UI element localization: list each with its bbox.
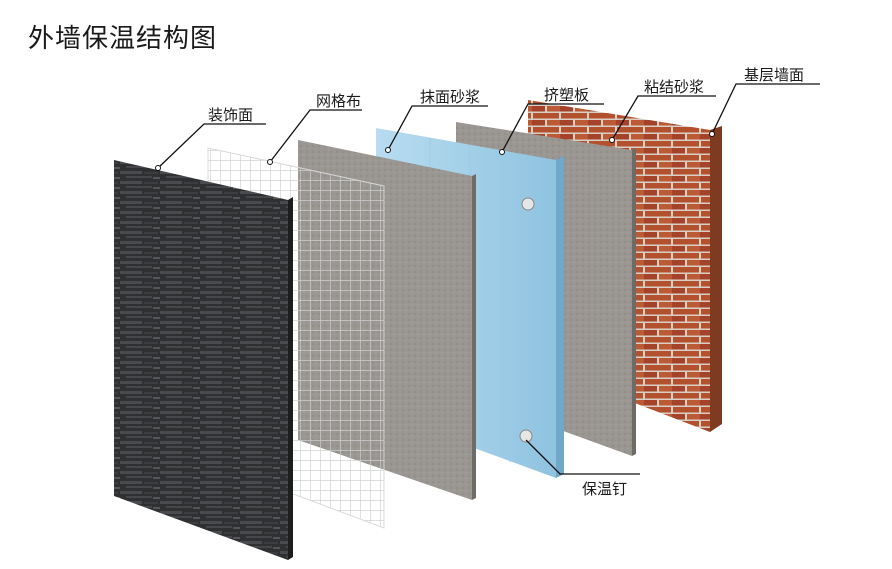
finish-surface-layer — [114, 160, 293, 560]
anchor-nail-bottom — [519, 429, 533, 443]
page-title: 外墙保温结构图 — [28, 24, 218, 54]
leader-lines — [157, 83, 820, 475]
label-base-wall: 基层墙面 — [744, 66, 805, 84]
leader-dots — [155, 131, 715, 171]
label-plaster-mortar: 抹面砂浆 — [420, 88, 481, 106]
anchor-nail-top — [521, 197, 535, 211]
label-mesh: 网格布 — [316, 92, 362, 110]
label-bonding-mortar: 粘结砂浆 — [644, 78, 705, 96]
label-xps-board: 挤塑板 — [544, 86, 590, 104]
label-finish-surface: 装饰面 — [208, 106, 254, 124]
label-anchor-nail: 保温钉 — [582, 480, 628, 498]
